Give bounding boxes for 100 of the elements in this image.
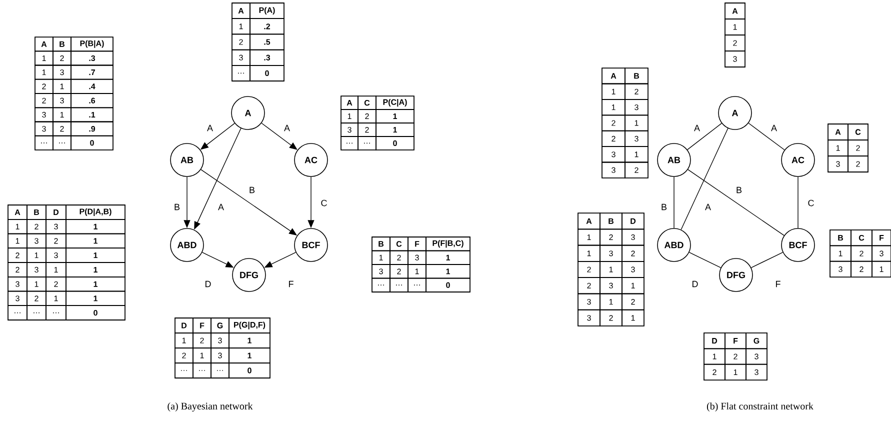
table-cell: 3 [52, 64, 72, 80]
table-cell: 1 [228, 348, 270, 364]
table-cell: … [192, 362, 212, 378]
circle-node: BCF [781, 228, 815, 262]
table-cell: 2 [624, 83, 648, 100]
circle-node: A [231, 96, 265, 130]
table-cell: 3 [600, 244, 622, 262]
table-cell: 3 [578, 293, 600, 310]
table-cell: 1 [426, 250, 470, 265]
table-cell: G [746, 332, 768, 350]
table-cell: 3 [372, 264, 390, 279]
table-cell: B [830, 230, 852, 246]
table-cell: B [624, 68, 648, 84]
table-cell: .7 [70, 64, 114, 80]
table-cell: 1 [46, 262, 66, 278]
table-cell: 3 [624, 99, 648, 116]
table-cell: … [340, 136, 358, 150]
table-cell: 2 [358, 122, 376, 137]
table-cell: .3 [70, 50, 114, 66]
table-cell: B [372, 236, 390, 252]
edge-label: D [690, 280, 700, 288]
table-cell: 1 [66, 218, 126, 234]
table-cell: 2 [46, 276, 66, 292]
table-cell: 2 [622, 244, 644, 262]
table-cell: F [192, 318, 212, 334]
table-cell: F [872, 230, 891, 246]
edge-label: B [173, 202, 181, 212]
table-cell: 3 [210, 348, 230, 364]
table-cell: 1 [578, 228, 600, 246]
table-cell: .6 [70, 93, 114, 108]
table-cell: 1 [8, 233, 28, 249]
table-cell: 2 [34, 93, 54, 108]
table-cell: 3 [8, 290, 28, 306]
table-cell: 2 [390, 250, 408, 265]
table-cell: 2 [622, 293, 644, 310]
table-cell: A [578, 212, 600, 230]
table-cell: 3 [26, 262, 46, 278]
table-cell: F [724, 332, 746, 350]
table-cell: 1 [622, 309, 644, 326]
table-cell: 3 [34, 107, 54, 122]
table-cell: 2 [34, 78, 54, 94]
table-cell: … [390, 278, 408, 292]
table-cell: 2 [848, 156, 868, 172]
table-cell: .4 [70, 78, 114, 94]
table-cell: … [46, 305, 66, 320]
table-cell: 3 [746, 364, 768, 380]
edge-label: F [287, 280, 295, 288]
table-cell: G [210, 318, 230, 334]
table-cell: 3 [408, 250, 426, 265]
table-cell: 1 [602, 99, 626, 116]
table-cell: 3 [210, 332, 230, 348]
table-cell: 3 [46, 248, 66, 263]
table-cell: 2 [52, 121, 72, 136]
edge-label: A [770, 124, 778, 132]
table-cell: 1 [578, 244, 600, 262]
table-cell: 1 [828, 140, 848, 156]
table-cell: 1 [624, 146, 648, 163]
table-cell: 2 [52, 50, 72, 66]
table-cell: B [52, 36, 72, 52]
table-cell: 1 [232, 18, 250, 35]
table-cell: 2 [850, 245, 872, 262]
table-cell: … [8, 305, 28, 320]
table-cell: 0 [250, 64, 284, 82]
circle-node: BCF [294, 228, 328, 262]
table-cell: 1 [602, 83, 626, 100]
table-cell: … [232, 64, 250, 82]
table-cell: 1 [830, 245, 852, 262]
circle-node: DFG [232, 258, 266, 292]
edge-label: C [320, 198, 328, 208]
table-cell: 3 [830, 260, 852, 278]
table-cell: … [372, 278, 390, 292]
table-cell: C [850, 230, 872, 246]
table-cell: … [52, 135, 72, 150]
table-cell: 2 [46, 233, 66, 249]
table-cell: C [358, 96, 376, 110]
table-cell: 3 [622, 261, 644, 278]
table-cell: 3 [26, 233, 46, 249]
table-cell: 2 [174, 348, 194, 364]
table-cell: 2 [602, 114, 626, 132]
table-cell: … [26, 305, 46, 320]
circle-node: AB [170, 143, 204, 177]
table-cell: 1 [724, 364, 746, 380]
table-cell: 2 [578, 261, 600, 278]
table-cell: 2 [26, 290, 46, 306]
table-cell: 1 [408, 264, 426, 279]
table-cell: 1 [704, 348, 726, 365]
circle-node: DFG [719, 258, 753, 292]
table-cell: 1 [26, 276, 46, 292]
table-cell: 2 [578, 277, 600, 294]
table-cell: 2 [724, 348, 746, 365]
caption: (a) Bayesian network [168, 402, 253, 412]
edge-label: B [248, 186, 256, 194]
table-cell: 1 [622, 277, 644, 294]
table-cell: D [622, 212, 644, 230]
table-cell: 1 [66, 276, 126, 292]
table-cell: 3 [34, 121, 54, 136]
table-cell: .3 [250, 49, 284, 66]
table-cell: 2 [624, 162, 648, 178]
table-cell: 3 [602, 146, 626, 163]
table-cell: C [848, 124, 868, 140]
